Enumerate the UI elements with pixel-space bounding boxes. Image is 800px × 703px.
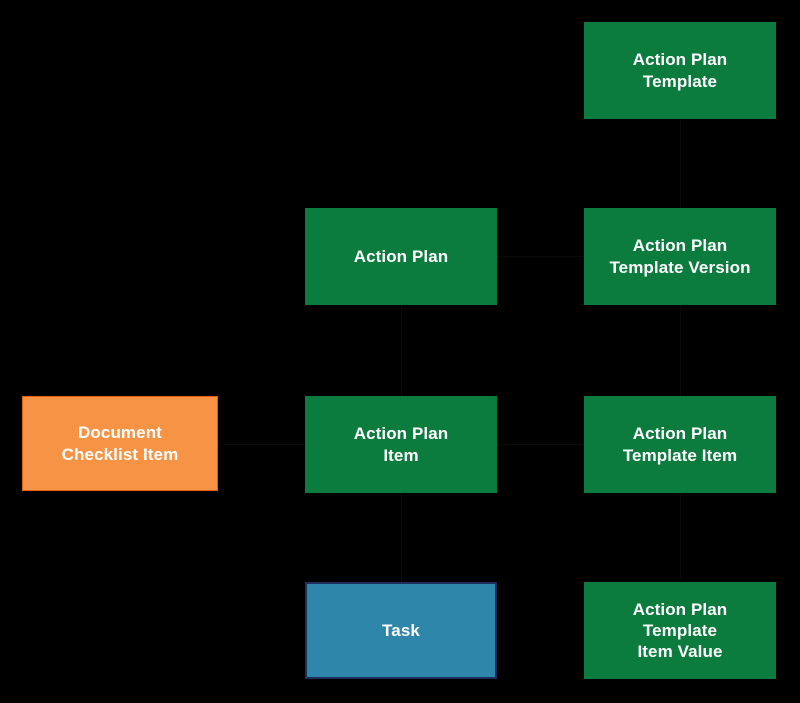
node-label-action-plan-template: Action Plan Template xyxy=(632,50,728,91)
node-label-task: Task xyxy=(382,620,420,640)
node-action-plan-template-item[interactable]: Action Plan Template Item xyxy=(584,396,776,493)
edge-template-version-to-action-plan xyxy=(497,256,584,257)
node-action-plan-item[interactable]: Action Plan Item xyxy=(305,396,497,493)
node-label-action-plan-template-item-value: Action Plan Template Item Value xyxy=(632,599,728,662)
edge-document-checklist-item-to-action-plan-item xyxy=(218,444,305,445)
node-label-action-plan: Action Plan xyxy=(353,246,449,266)
node-label-action-plan-item: Action Plan Item xyxy=(353,424,449,465)
node-action-plan[interactable]: Action Plan xyxy=(305,208,497,305)
edge-action-plan-item-to-task xyxy=(401,493,402,582)
node-label-action-plan-template-version: Action Plan Template Version xyxy=(609,236,751,277)
node-action-plan-template[interactable]: Action Plan Template xyxy=(584,22,776,119)
edge-template-item-to-action-plan-item xyxy=(497,444,584,445)
node-label-action-plan-template-item: Action Plan Template Item xyxy=(622,424,738,465)
node-task[interactable]: Task xyxy=(305,582,497,679)
edge-template-item-to-item-value xyxy=(680,493,681,582)
node-action-plan-template-version[interactable]: Action Plan Template Version xyxy=(584,208,776,305)
edge-template-version-to-template-item xyxy=(680,305,681,396)
node-document-checklist-item[interactable]: Document Checklist Item xyxy=(22,396,218,491)
edge-action-plan-to-action-plan-item xyxy=(401,305,402,396)
node-action-plan-template-item-value[interactable]: Action Plan Template Item Value xyxy=(584,582,776,679)
edge-template-to-template-version xyxy=(680,119,681,208)
node-label-document-checklist-item: Document Checklist Item xyxy=(61,423,179,464)
